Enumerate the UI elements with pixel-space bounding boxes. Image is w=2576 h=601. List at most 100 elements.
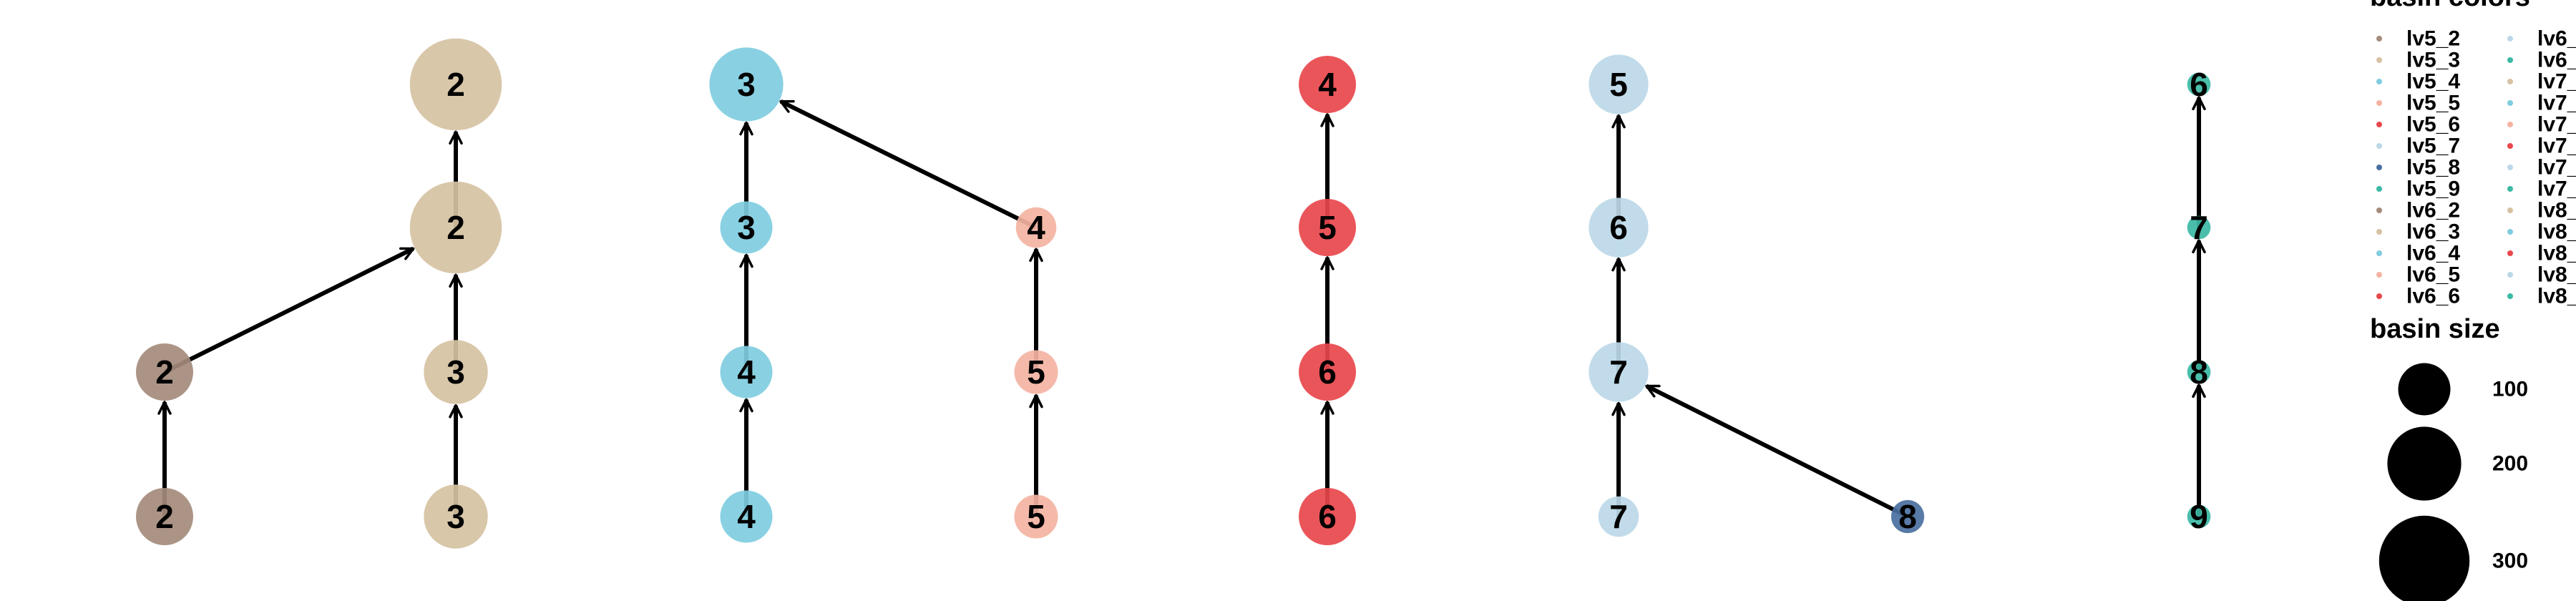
basin-node-circle xyxy=(1299,343,1356,401)
legend-color-swatch xyxy=(2376,293,2382,299)
legend-color-label: lv5_2 xyxy=(2406,27,2460,51)
legend-color-entry: lv6_7 xyxy=(2507,27,2576,51)
legend-color-entry: lv8_2 xyxy=(2507,199,2576,223)
legend-color-label: lv7_6 xyxy=(2537,156,2576,180)
legend-size-title: basin size xyxy=(2370,314,2500,344)
legend-color-label: lv5_5 xyxy=(2406,92,2460,115)
basin-node-lv8_5: 5 xyxy=(1589,54,1649,114)
legend-color-label: lv5_3 xyxy=(2406,49,2460,72)
legend-color-swatch xyxy=(2507,100,2513,106)
legend-color-swatch xyxy=(2507,36,2513,41)
legend-color-label: lv7_4 xyxy=(2537,113,2576,137)
legend-color-entry: lv6_3 xyxy=(2376,220,2460,244)
basin-node-label: 5 xyxy=(1027,353,1045,391)
legend-color-swatch xyxy=(2507,57,2513,63)
basin-node-circle xyxy=(720,201,773,254)
legend-color-entry: lv5_4 xyxy=(2376,70,2460,94)
legend-color-swatch xyxy=(2507,143,2513,149)
legend-color-swatch xyxy=(2376,250,2382,256)
basin-node-label: 4 xyxy=(737,498,756,535)
basin-node-circle xyxy=(709,47,784,122)
basin-node-circle xyxy=(1015,207,1057,248)
basin-node-lv5_8: 8 xyxy=(1890,498,1925,535)
legend-color-swatch xyxy=(2376,36,2382,41)
legend-color-label: lv7_2 xyxy=(2537,70,2576,94)
basin-node-label: 8 xyxy=(1898,498,1917,535)
legend-size-label: 200 xyxy=(2492,452,2528,476)
basin-node-label: 5 xyxy=(1027,498,1045,535)
legend-color-swatch xyxy=(2507,229,2513,235)
basin-node-circle xyxy=(2187,215,2211,240)
legend-color-label: lv5_4 xyxy=(2406,70,2460,94)
basin-node-lv8_2: 2 xyxy=(409,38,502,131)
basin-node-circle xyxy=(136,488,193,545)
legend-color-label: lv8_4 xyxy=(2537,242,2576,265)
legend-color-entry: lv5_7 xyxy=(2376,135,2460,158)
basin-node-lv8_4: 4 xyxy=(1299,56,1356,113)
legend-size-label: 300 xyxy=(2492,549,2528,573)
legend-color-entry: lv7_4 xyxy=(2507,113,2576,137)
legend-color-entry: lv5_2 xyxy=(2376,27,2460,51)
basin-node-label: 6 xyxy=(1318,498,1337,535)
legend-color-label: lv6_7 xyxy=(2537,27,2576,51)
legend-color-label: lv6_3 xyxy=(2406,220,2460,244)
basin-node-label: 3 xyxy=(737,66,756,103)
legend-color-swatch xyxy=(2507,165,2513,170)
legend-color-label: lv7_5 xyxy=(2537,135,2576,158)
basin-node-label: 4 xyxy=(1027,209,1045,246)
basin-node-lv8_3: 3 xyxy=(709,47,784,122)
legend-color-entry: lv6_8 xyxy=(2507,49,2576,72)
basin-node-label: 7 xyxy=(1609,498,1628,535)
basin-node-lv7_2: 2 xyxy=(409,181,502,274)
basin-node-circle xyxy=(2187,504,2211,529)
legend-color-entry: lv7_3 xyxy=(2507,92,2576,115)
legend-color-swatch xyxy=(2507,79,2513,84)
basin-node-lv7_5: 5 xyxy=(1299,199,1356,256)
legend-color-swatch xyxy=(2507,293,2513,299)
legend-size-entry: 300 xyxy=(2379,515,2528,601)
basin-node-circle xyxy=(424,484,488,549)
basin-node-lv6_8: 8 xyxy=(2187,353,2211,391)
basin-node-lv7_3: 3 xyxy=(720,201,773,254)
basin-node-circle xyxy=(1014,494,1058,539)
basin-node-lv6_3: 3 xyxy=(424,340,488,404)
basin-node-label: 9 xyxy=(2190,498,2208,535)
legend-color-entry: lv8_6 xyxy=(2507,285,2576,308)
basin-node-lv6_6: 6 xyxy=(1299,343,1356,401)
basin-node-lv5_2: 2 xyxy=(136,488,193,545)
legend-color-label: lv6_8 xyxy=(2537,49,2576,72)
legend-color-swatch xyxy=(2507,122,2513,127)
edge-arrow-lv6_2-to-lv7_2 xyxy=(163,246,415,374)
basin-node-label: 5 xyxy=(1609,66,1628,103)
legend-color-entry: lv5_9 xyxy=(2376,177,2460,201)
basin-node-label: 2 xyxy=(155,498,174,535)
legend-color-entry: lv8_4 xyxy=(2507,242,2576,265)
basin-node-label: 6 xyxy=(2190,66,2208,103)
legend-color-label: lv5_6 xyxy=(2406,113,2460,137)
legend-color-entry: lv7_2 xyxy=(2507,70,2576,94)
legend-color-label: lv8_2 xyxy=(2537,199,2576,223)
basin-node-circle xyxy=(1890,499,1925,534)
legend-color-label: lv5_7 xyxy=(2406,135,2460,158)
basin-node-circle xyxy=(1299,488,1356,545)
legend-color-label: lv5_9 xyxy=(2406,177,2460,201)
basin-node-lv6_7: 7 xyxy=(1589,342,1649,402)
legend-color-label: lv6_6 xyxy=(2406,285,2460,308)
basin-node-label: 8 xyxy=(2190,353,2208,391)
basin-node-lv8_6: 6 xyxy=(2187,66,2211,103)
edge-arrow-lv5_8-to-lv6_7 xyxy=(1645,383,1909,519)
legend-color-entry: lv6_2 xyxy=(2376,199,2460,223)
basin-node-lv5_9: 9 xyxy=(2187,498,2211,535)
basin-node-circle xyxy=(1299,56,1356,113)
legend-size-entry: 200 xyxy=(2387,426,2528,501)
basin-node-label: 3 xyxy=(737,209,756,246)
basin-node-label: 2 xyxy=(447,66,465,103)
basin-node-circle xyxy=(409,38,502,131)
basin-node-label: 6 xyxy=(1318,353,1337,391)
legend-size-circle xyxy=(2379,515,2470,601)
basin-node-label: 3 xyxy=(447,498,465,535)
basin-node-circle xyxy=(1589,197,1649,258)
legend-color-swatch xyxy=(2376,207,2382,213)
